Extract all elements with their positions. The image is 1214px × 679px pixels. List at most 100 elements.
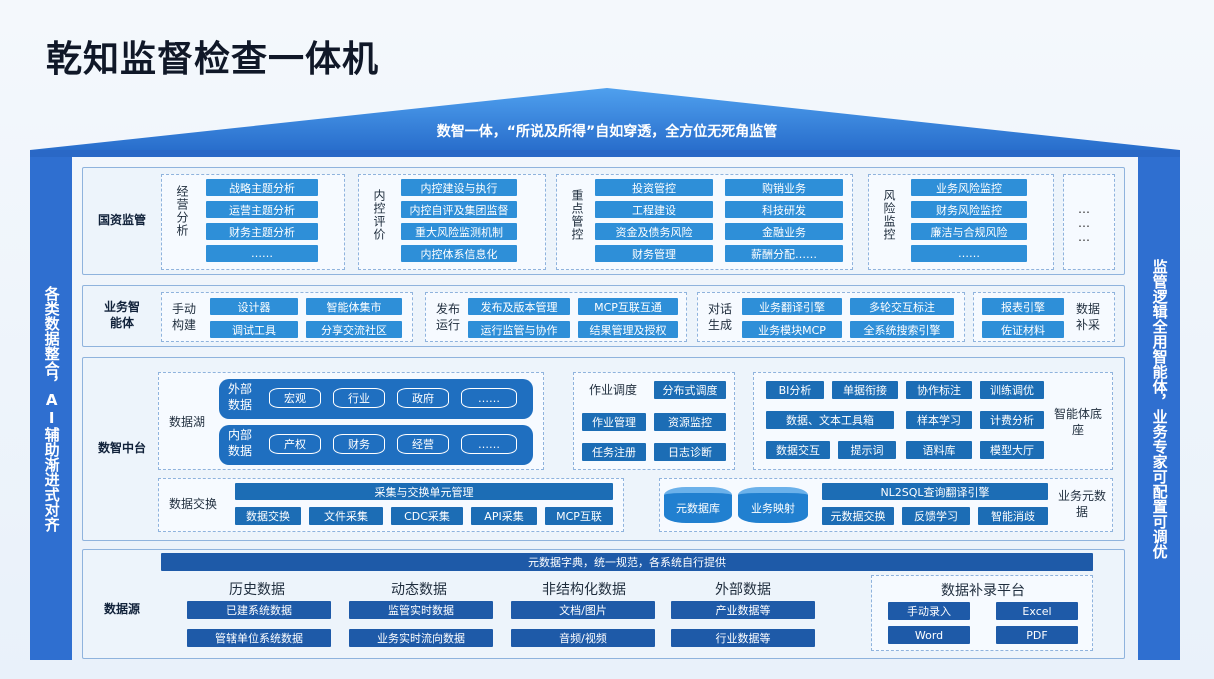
module-pill[interactable]: MCP互联	[545, 507, 613, 525]
source-pill[interactable]: 业务实时流向数据	[349, 629, 493, 647]
module-pill[interactable]: 战略主题分析	[206, 179, 318, 196]
module-pill[interactable]: 分享交流社区	[306, 321, 402, 338]
module-pill[interactable]: BI分析	[766, 381, 824, 399]
module-pill[interactable]: 协作标注	[906, 381, 972, 399]
data-tag[interactable]: 宏观	[269, 388, 321, 408]
module-pill[interactable]: 多轮交互标注	[850, 298, 954, 315]
source-head: 非结构化数据	[542, 582, 626, 598]
group-data-exchange: 数据交换 采集与交换单元管理 数据交换 文件采集 CDC采集 API采集 MCP…	[158, 478, 624, 532]
module-pill[interactable]: 运行监管与协作	[468, 321, 570, 338]
group-data-supplement: 报表引擎 佐证材料 数据补采	[973, 292, 1115, 342]
module-pill[interactable]: 任务注册	[582, 443, 646, 461]
module-pill[interactable]: ……	[206, 245, 318, 262]
group-title: 风险监控	[882, 189, 896, 241]
module-pill[interactable]: 全系统搜索引擎	[850, 321, 954, 338]
slogan-banner: 数智一体，“所说及所得”自如穿透，全方位无死角监管	[436, 124, 778, 140]
module-pill[interactable]: 报表引擎	[982, 298, 1064, 315]
module-pill[interactable]: 样本学习	[906, 411, 972, 429]
module-pill[interactable]: 智能消歧	[978, 507, 1048, 525]
module-pill[interactable]: 财务风险监控	[911, 201, 1027, 218]
module-pill[interactable]: 单据衔接	[832, 381, 898, 399]
module-pill[interactable]: 内控建设与执行	[401, 179, 517, 196]
group-title: 智能体底座	[1053, 407, 1102, 437]
module-pill[interactable]: 提示词	[838, 441, 896, 459]
data-tag[interactable]: ……	[461, 388, 517, 408]
module-pill[interactable]: 廉洁与合规风险	[911, 223, 1027, 240]
data-tag[interactable]: 行业	[333, 388, 385, 408]
module-pill[interactable]: 调试工具	[210, 321, 298, 338]
source-pill[interactable]: 文档/图片	[511, 601, 655, 619]
module-pill[interactable]: 科技研发	[725, 201, 843, 218]
data-tag[interactable]: 产权	[269, 434, 321, 454]
module-pill[interactable]: 结果管理及授权	[578, 321, 678, 338]
group-title: 数据补采	[1075, 302, 1100, 332]
module-pill[interactable]: 内控体系信息化	[401, 245, 517, 262]
module-pill[interactable]: 作业管理	[582, 413, 646, 431]
module-pill[interactable]: CDC采集	[391, 507, 463, 525]
module-pill[interactable]: 数据交互	[766, 441, 830, 459]
module-pill[interactable]: 工程建设	[595, 201, 713, 218]
metadata-db-drum[interactable]: 元数据库	[664, 487, 732, 523]
module-pill[interactable]: MCP互联互通	[578, 298, 678, 315]
source-pill[interactable]: 已建系统数据	[187, 601, 331, 619]
exchange-header: 采集与交换单元管理	[235, 483, 613, 500]
module-pill[interactable]: 智能体集市	[306, 298, 402, 315]
module-pill[interactable]: 内控自评及集团监督	[401, 201, 517, 218]
source-pill[interactable]: 产业数据等	[671, 601, 815, 619]
module-pill[interactable]: 金融业务	[725, 223, 843, 240]
source-pill[interactable]: 行业数据等	[671, 629, 815, 647]
data-tag[interactable]: 财务	[333, 434, 385, 454]
data-tag[interactable]: ……	[461, 434, 517, 454]
module-pill[interactable]: 资源监控	[654, 413, 726, 431]
module-pill[interactable]: 购销业务	[725, 179, 843, 196]
supp-pill[interactable]: Excel	[996, 602, 1078, 620]
module-pill[interactable]: 业务风险监控	[911, 179, 1027, 196]
bar-label: 外部数据	[227, 382, 252, 412]
module-pill[interactable]: 文件采集	[309, 507, 383, 525]
module-pill[interactable]: 资金及债务风险	[595, 223, 713, 240]
module-pill[interactable]: 语料库	[906, 441, 972, 459]
source-head: 动态数据	[391, 582, 447, 598]
module-pill[interactable]: 设计器	[210, 298, 298, 315]
module-pill[interactable]: API采集	[471, 507, 537, 525]
group-internal-control: 内控评价 内控建设与执行 内控自评及集团监督 重大风险监测机制 内控体系信息化	[358, 174, 546, 270]
supp-pill[interactable]: Word	[888, 626, 970, 644]
group-title: 经营分析	[175, 185, 189, 237]
module-pill[interactable]: 模型大厅	[980, 441, 1044, 459]
source-pill[interactable]: 管辖单位系统数据	[187, 629, 331, 647]
module-pill[interactable]: 发布及版本管理	[468, 298, 570, 315]
group-data-lake: 数据湖 外部数据 宏观 行业 政府 …… 内部数据 产权 财务 经营 ……	[158, 372, 544, 470]
module-pill[interactable]: 运营主题分析	[206, 201, 318, 218]
module-pill[interactable]: 财务管理	[595, 245, 713, 262]
module-pill[interactable]: 业务翻译引擎	[742, 298, 842, 315]
source-pill[interactable]: 音频/视频	[511, 629, 655, 647]
module-pill[interactable]: 训练调优	[980, 381, 1044, 399]
business-mapping-drum[interactable]: 业务映射	[738, 487, 808, 523]
group-title: 对话生成	[707, 302, 732, 332]
group-title: 业务元数据	[1057, 489, 1106, 519]
layer-label: 数据源	[103, 602, 140, 617]
supp-pill[interactable]: PDF	[996, 626, 1078, 644]
module-pill[interactable]: 数据、文本工具箱	[766, 411, 894, 429]
module-pill[interactable]: 薪酬分配……	[725, 245, 843, 262]
module-pill[interactable]: 财务主题分析	[206, 223, 318, 240]
source-pill[interactable]: 监管实时数据	[349, 601, 493, 619]
module-pill[interactable]: 数据交换	[235, 507, 301, 525]
module-pill[interactable]: 元数据交换	[822, 507, 894, 525]
module-pill[interactable]: 日志诊断	[654, 443, 726, 461]
module-pill[interactable]: 重大风险监测机制	[401, 223, 517, 240]
data-tag[interactable]: 经营	[397, 434, 449, 454]
layer-label: 数智中台	[97, 441, 146, 456]
module-pill[interactable]: 投资管控	[595, 179, 713, 196]
module-pill[interactable]: 分布式调度	[654, 381, 726, 399]
module-pill[interactable]: 计费分析	[980, 411, 1044, 429]
module-pill[interactable]: 业务模块MCP	[742, 321, 842, 338]
module-pill[interactable]: 佐证材料	[982, 321, 1064, 338]
group-title: 重点管控	[570, 189, 584, 241]
data-tag[interactable]: 政府	[397, 388, 449, 408]
layer-data-source: 数据源 元数据字典，统一规范，各系统自行提供 历史数据 已建系统数据 管辖单位系…	[82, 549, 1125, 659]
module-pill[interactable]: 反馈学习	[902, 507, 970, 525]
module-pill[interactable]: ……	[911, 245, 1027, 262]
supp-pill[interactable]: 手动录入	[888, 602, 970, 620]
